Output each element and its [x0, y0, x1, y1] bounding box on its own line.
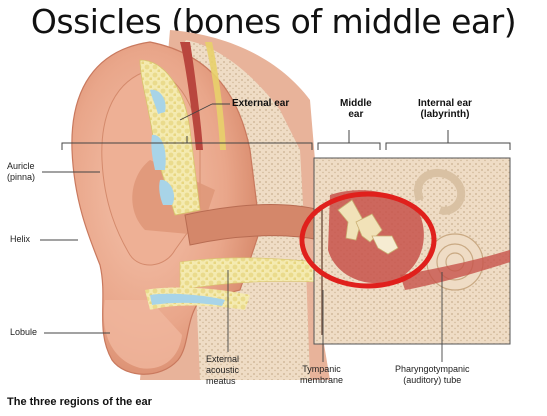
region-brackets — [61, 130, 511, 150]
slide-title: Ossicles (bones of middle ear) — [30, 2, 517, 41]
leader-lines — [40, 103, 443, 362]
label-external-ear: External ear — [232, 98, 290, 109]
middle-inner-ear-inset — [313, 157, 511, 345]
ossicles-highlight-circle — [299, 191, 437, 289]
label-tympanic-membrane: Tympanic membrane — [300, 364, 344, 385]
label-internal-ear: Internal ear (labyrinth) — [418, 98, 472, 120]
label-pharyngotympanic-tube: Pharyngotympanic (auditory) tube — [395, 364, 470, 385]
label-helix: Helix — [10, 234, 31, 244]
figure-caption: The three regions of the ear — [7, 396, 152, 408]
label-middle-ear: Middle ear — [340, 98, 372, 120]
ear-canal-section — [139, 42, 321, 310]
label-auricle: Auricle (pinna) — [7, 161, 36, 182]
label-lobule: Lobule — [10, 327, 38, 337]
label-external-acoustic-meatus: External acoustic meatus — [206, 354, 240, 386]
